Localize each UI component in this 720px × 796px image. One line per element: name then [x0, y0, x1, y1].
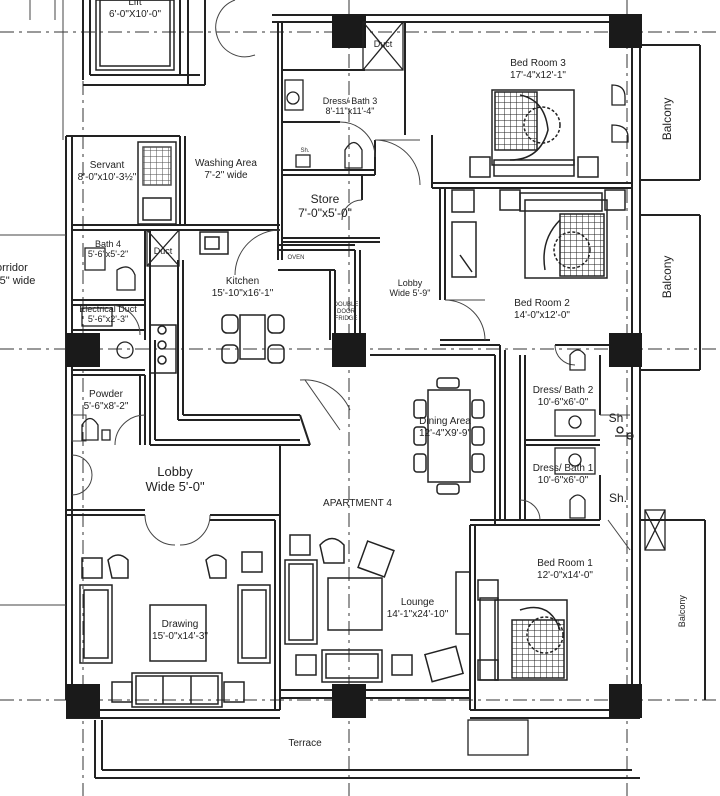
room-dims: 12'-4"X9'-9" — [418, 427, 472, 439]
kitchen-table — [149, 231, 285, 374]
terrace-label: Terrace — [288, 738, 322, 749]
fridge-label: DOUBLE DOOR FRIDGE — [331, 302, 361, 323]
corridor-label: orridor -5" wide — [0, 262, 56, 287]
room-name: Bath 4 — [94, 239, 122, 249]
drawing-label: Drawing 15'-0"x14'-3" — [140, 619, 220, 642]
room-name: Servant — [89, 160, 125, 171]
room-dims: 15'-0"x14'-3" — [152, 630, 208, 642]
dress2-label: Dress/ Bath 2 10'-6"x6'-0" — [524, 385, 602, 408]
balcony-2-label: Balcony — [660, 255, 675, 299]
bed1-furniture — [455, 571, 568, 681]
room-dims: 15'-10"x16'-1" — [211, 287, 274, 299]
room-name: Dining Area — [419, 416, 471, 427]
room-dims: 10'-6"x6'-0" — [537, 396, 589, 408]
lift-label: Lift 6'-0"X10'-0" — [96, 0, 174, 20]
fridge-line: FRIDGE — [334, 315, 358, 322]
duct-mid-label: Duct — [153, 246, 173, 256]
store-label: Store 7'-0"x5'-0" — [285, 192, 365, 221]
room-dims: Wide 5'-9" — [389, 288, 431, 299]
dining-label: Dining Area 12'-4"X9'-9" — [405, 416, 485, 439]
room-name: Lobby — [157, 464, 193, 479]
shower-1-label: Sh — [608, 411, 624, 425]
balcony-3-label: Balcony — [676, 595, 687, 628]
room-name: Bed Room 3 — [510, 58, 566, 69]
bed2-furniture — [451, 189, 626, 279]
bed2-label: Bed Room 2 14'-0"x12'-0" — [492, 298, 592, 321]
fridge-line: DOUBLE — [333, 302, 359, 308]
room-name: Dress/ Bath 1 — [532, 463, 594, 474]
room-name: Dress/ Bath 3 — [322, 96, 378, 106]
kitchen-label: Kitchen 15'-10"x16'-1" — [195, 276, 290, 299]
lift-frame — [95, 0, 175, 71]
dress1-label: Dress/ Bath 1 10'-6"x6'-0" — [524, 463, 602, 486]
fridge-line: DOOR — [337, 308, 355, 315]
room-dims: 8'-0"x10'-3½" — [77, 171, 137, 183]
outline-lines — [0, 0, 87, 606]
room-dims: 5'-6"x5'-2" — [87, 249, 129, 260]
columns — [66, 14, 642, 718]
lounge-label: Lounge 14'-1"x24'-10" — [375, 597, 460, 620]
room-name: Electrical Duct — [79, 304, 137, 314]
door-swings — [71, 0, 631, 551]
bed1-label: Bed Room 1 12'-0"x14'-0" — [515, 558, 615, 581]
bed3-label: Bed Room 3 17'-4"x12'-1" — [488, 58, 588, 81]
electrical-label: Electrical Duct 5'-6"x2'-3" — [72, 304, 144, 325]
room-name: Powder — [89, 389, 123, 400]
room-name: orridor — [0, 262, 28, 274]
room-name: Lounge — [400, 597, 435, 608]
room-dims: 7'-2" wide — [204, 169, 248, 181]
room-dims: 14'-1"x24'-10" — [386, 608, 449, 620]
sanitary-fixtures — [81, 21, 666, 756]
bed3-furniture — [469, 89, 599, 178]
oven-label: OVEN — [287, 255, 305, 261]
room-name: Store — [310, 192, 340, 206]
bath4-label: Bath 4 5'-6"x5'-2" — [76, 239, 140, 260]
room-dims: Wide 5'-0" — [145, 478, 205, 494]
dress3-label: Dress/ Bath 3 8'-11"x11'-4" — [300, 96, 400, 117]
room-name: Lift — [128, 0, 142, 8]
room-name: Drawing — [161, 619, 199, 630]
room-name: Lobby — [397, 278, 423, 288]
balcony-1-label: Balcony — [660, 97, 675, 141]
shower-2-label: Sh. — [608, 491, 627, 505]
servant-label: Servant 8'-0"x10'-3½" — [70, 160, 144, 183]
room-dims: 10'-6"x6'-0" — [537, 474, 589, 486]
room-name: Washing Area — [195, 158, 257, 169]
room-dims: 17'-4"x12'-1" — [510, 69, 566, 81]
room-name: Bed Room 1 — [537, 558, 593, 569]
drawing-furniture — [79, 551, 271, 708]
duct-top-label: Duct — [373, 39, 393, 49]
room-name: Dress/ Bath 2 — [532, 385, 594, 396]
room-dims: 6'-0"X10'-0" — [108, 8, 162, 20]
apartment-label: APARTMENT 4 — [323, 498, 392, 509]
room-name: Kitchen — [225, 276, 260, 287]
powder-label: Powder 5'-6"x8'-2" — [74, 389, 138, 412]
room-name: Bed Room 2 — [514, 298, 570, 309]
room-dims: 12'-0"x14'-0" — [537, 569, 593, 581]
room-dims: 7'-0"x5'-0" — [298, 205, 352, 220]
servant-bed — [137, 141, 177, 225]
washing-label: Washing Area 7'-2" wide — [186, 158, 266, 181]
shower-small-label: Sh. — [300, 148, 310, 154]
room-dims: 5'-6"x2'-3" — [87, 314, 129, 325]
room-dims: 14'-0"x12'-0" — [514, 309, 570, 321]
room-dims: -5" wide — [0, 274, 36, 287]
lobby-upper-label: Lobby Wide 5'-9" — [380, 278, 440, 299]
lobby-main-label: Lobby Wide 5'-0" — [130, 464, 220, 495]
lounge-furniture — [284, 534, 464, 683]
room-dims: 5'-6"x8'-2" — [83, 400, 129, 412]
dining-table — [413, 377, 485, 495]
room-dims: 8'-11"x11'-4" — [325, 106, 375, 117]
